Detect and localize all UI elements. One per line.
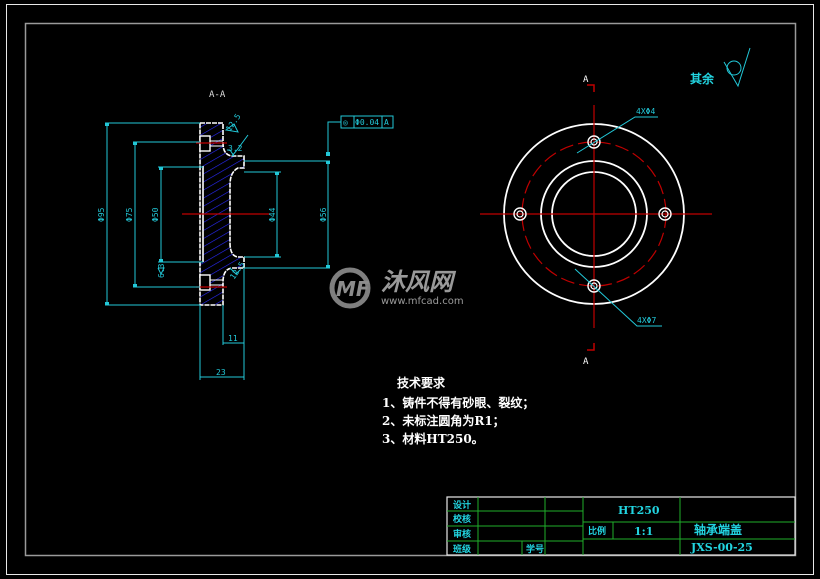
tech-requirements-title: 技术要求	[397, 375, 446, 390]
title-block-reviewer: 审核	[453, 528, 471, 540]
section-label: A-A	[209, 90, 226, 100]
dim-outer-diameter: Φ95	[97, 207, 106, 222]
dim-overall-length: 23	[216, 368, 226, 377]
section-marker-top: A	[583, 75, 589, 85]
dim-hub-bore: Φ44	[268, 207, 277, 222]
inner-border	[24, 22, 797, 557]
dim-bolt-circle: Φ75	[125, 207, 134, 222]
tech-requirement-item: 3、材料HT250。	[382, 431, 484, 446]
tolerance-symbol: ◎	[343, 118, 348, 127]
drawing-title: 轴承端盖	[694, 522, 742, 537]
watermark-logo-icon	[329, 267, 371, 309]
tech-requirement-item: 2、未标注圆角为R1；	[382, 413, 505, 428]
watermark-brand: 沐风网	[381, 268, 457, 296]
tolerance-value: Φ0.04	[355, 118, 379, 127]
title-block: 设计 校核 审核 班级 学号 比例 HT250 1:1 轴承端盖 JXS-00-…	[446, 496, 796, 556]
front-view: A A 4XΦ4 4XΦ7	[480, 75, 712, 367]
dim-inner-bore: Φ50	[151, 207, 160, 222]
remaining-label: 其余	[690, 71, 715, 86]
outer-border	[6, 4, 814, 575]
watermark-url: www.mfcad.com	[381, 296, 464, 307]
title-block-designer: 设计	[453, 499, 471, 511]
section-marker-bottom: A	[583, 357, 589, 367]
dim-hub-length: 11	[228, 334, 238, 343]
tech-requirement-item: 1、铸件不得有砂眼、裂纹；	[382, 395, 534, 410]
hole-callout-small: 4XΦ4	[636, 107, 655, 116]
dim-hub-outer: Φ56	[319, 207, 328, 222]
watermark: MF 沐风网 www.mfcad.com	[329, 267, 464, 309]
tolerance-datum: A	[384, 118, 389, 127]
title-block-class: 班级	[453, 543, 472, 555]
tech-requirements: 技术要求 1、铸件不得有砂眼、裂纹； 2、未标注圆角为R1； 3、材料HT250…	[382, 375, 534, 446]
bolt-hole-top	[587, 135, 601, 149]
bolt-hole-bottom	[587, 279, 601, 293]
material-value: HT250	[618, 504, 660, 517]
scale-value: 1:1	[634, 525, 653, 538]
section-view: A-A	[97, 90, 394, 380]
drawing-number: JXS-00-25	[690, 541, 753, 554]
svg-text:MF: MF	[336, 277, 370, 301]
hole-callout-large: 4XΦ7	[637, 316, 656, 325]
title-block-student-id: 学号	[526, 543, 544, 555]
section-outline	[199, 122, 245, 306]
tolerance-frame: ◎ Φ0.04 A	[340, 115, 394, 129]
title-block-checker: 校核	[453, 513, 471, 525]
bolt-hole-left	[513, 207, 527, 221]
roughness-3-2: 3.2	[228, 144, 243, 153]
bolt-hole-right	[658, 207, 672, 221]
roughness-top-flange: 12.5	[224, 112, 243, 133]
roughness-bore: 6.3	[157, 263, 166, 278]
surface-roughness-note: 其余	[690, 47, 751, 88]
title-block-scale-label: 比例	[588, 525, 606, 537]
